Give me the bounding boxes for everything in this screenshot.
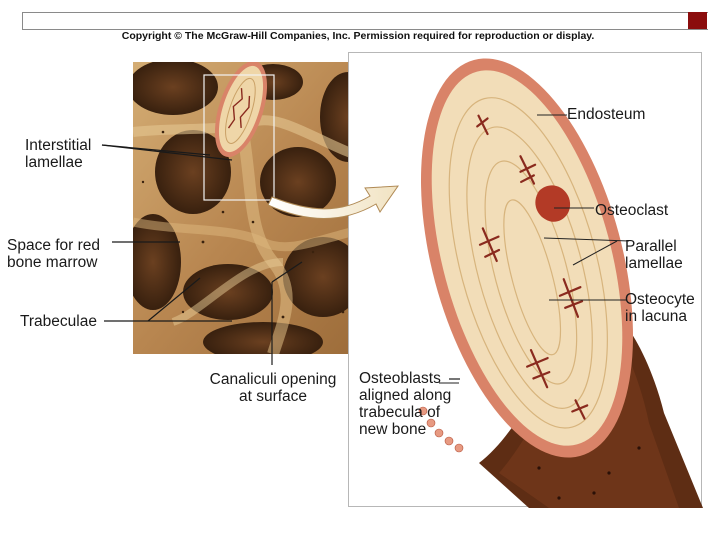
label-line: Parallel [625, 238, 677, 255]
label-line: Trabeculae [20, 313, 97, 330]
label-line: Osteocyte [625, 291, 695, 308]
label-line: Interstitial [25, 137, 92, 154]
label-line: Endosteum [567, 106, 646, 123]
trabecula-detail-panel [348, 52, 703, 508]
label-parallel-lamellae: Parallel lamellae [625, 238, 683, 272]
label-line: lamellae [625, 255, 683, 272]
label-line: Space for red [7, 237, 101, 254]
label-osteocyte: Osteocyte in lacuna [625, 291, 695, 325]
label-line: bone marrow [7, 254, 98, 271]
copyright-notice: Copyright © The McGraw-Hill Companies, I… [121, 30, 595, 42]
label-endosteum: Endosteum [567, 106, 645, 123]
label-line: in lacuna [625, 308, 688, 325]
label-line: new bone [359, 421, 427, 438]
label-osteoblasts: Osteoblasts aligned along trabecula of n… [359, 370, 451, 438]
zoom-arrow [267, 185, 399, 219]
label-line: aligned along [359, 387, 452, 404]
label-trabeculae: Trabeculae [20, 313, 97, 330]
label-line: Osteoclast [595, 202, 669, 219]
label-canaliculi: Canaliculi opening at surface [193, 371, 353, 405]
label-line: at surface [238, 388, 308, 405]
label-red-marrow-space: Space for red bone marrow [7, 237, 100, 271]
label-line: lamellae [25, 154, 83, 171]
label-line: Osteoblasts [359, 370, 441, 387]
label-osteoclast: Osteoclast [595, 202, 668, 219]
label-line: Canaliculi opening [209, 371, 337, 388]
label-interstitial-lamellae: Interstitial lamellae [25, 137, 91, 171]
corner-accent [688, 12, 707, 29]
label-line: trabecula of [359, 404, 440, 421]
slide-header-rule [22, 12, 708, 30]
